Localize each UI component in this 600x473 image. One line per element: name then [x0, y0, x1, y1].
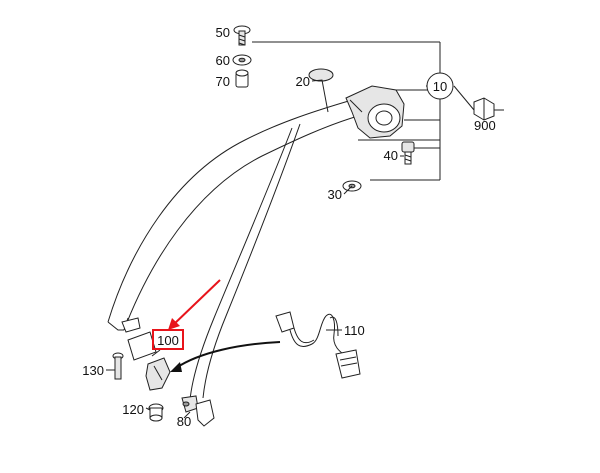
assembly-arrow	[170, 341, 281, 372]
highlight-box-100	[152, 329, 184, 350]
connector-900	[473, 97, 495, 121]
belt-retractor	[345, 85, 405, 139]
red-highlight-arrow	[168, 279, 221, 330]
callout-900: 900	[474, 118, 496, 133]
buckle-part-100	[127, 331, 171, 391]
spacer-70	[235, 69, 249, 88]
anchor-80	[181, 395, 215, 427]
cover-cap-20	[308, 68, 334, 82]
leader-lines	[106, 41, 504, 419]
seat-belt-webbing	[107, 99, 359, 401]
callout-110: 110	[344, 323, 365, 338]
wiring-harness-110	[275, 311, 361, 379]
screw-50	[233, 25, 251, 46]
callout-70: 70	[216, 74, 230, 89]
callout-130: 130	[82, 363, 104, 378]
pin-130	[112, 352, 124, 380]
callout-120: 120	[122, 402, 144, 417]
callout-60: 60	[216, 53, 230, 68]
callout-10: 10	[433, 79, 447, 94]
belt-tongue	[121, 317, 141, 333]
callout-100: 100	[157, 333, 179, 348]
callout-50: 50	[216, 25, 230, 40]
callout-80: 80	[177, 414, 191, 429]
callout-40: 40	[384, 148, 398, 163]
bushing-120	[148, 403, 164, 422]
callout-circle-10	[426, 72, 454, 100]
washer-60	[232, 54, 252, 66]
callout-20: 20	[296, 74, 310, 89]
bolt-40	[401, 141, 415, 165]
callout-30: 30	[328, 187, 342, 202]
